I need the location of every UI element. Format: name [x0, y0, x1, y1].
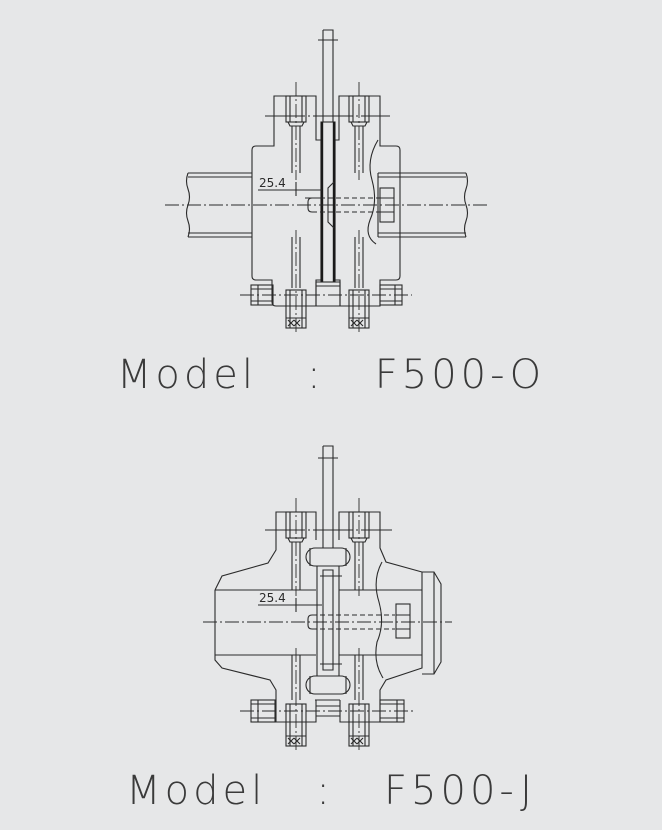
- caption-model: F500-O: [374, 352, 546, 398]
- caption-f500-o: Model : F500-O: [0, 352, 662, 398]
- upper-bolts: [265, 82, 390, 180]
- drawing-f500-j: 25.4: [0, 430, 662, 765]
- caption-f500-j: Model : F500-J: [0, 768, 662, 814]
- caption-separator: :: [307, 352, 325, 398]
- lower-bolts: [240, 230, 412, 335]
- caption-prefix: Model: [116, 352, 257, 398]
- dimension-label: 25.4: [259, 591, 286, 605]
- dimension-label: 25.4: [259, 176, 286, 190]
- orifice-flange-assembly-diagram: 25.4: [165, 29, 488, 335]
- drawing-f500-o: 25.4: [0, 0, 662, 345]
- ring-joint-flange-assembly-diagram: 25.4: [203, 445, 452, 752]
- caption-prefix: Model: [126, 768, 267, 814]
- caption-separator: :: [316, 768, 334, 814]
- caption-model: F500-J: [384, 768, 536, 814]
